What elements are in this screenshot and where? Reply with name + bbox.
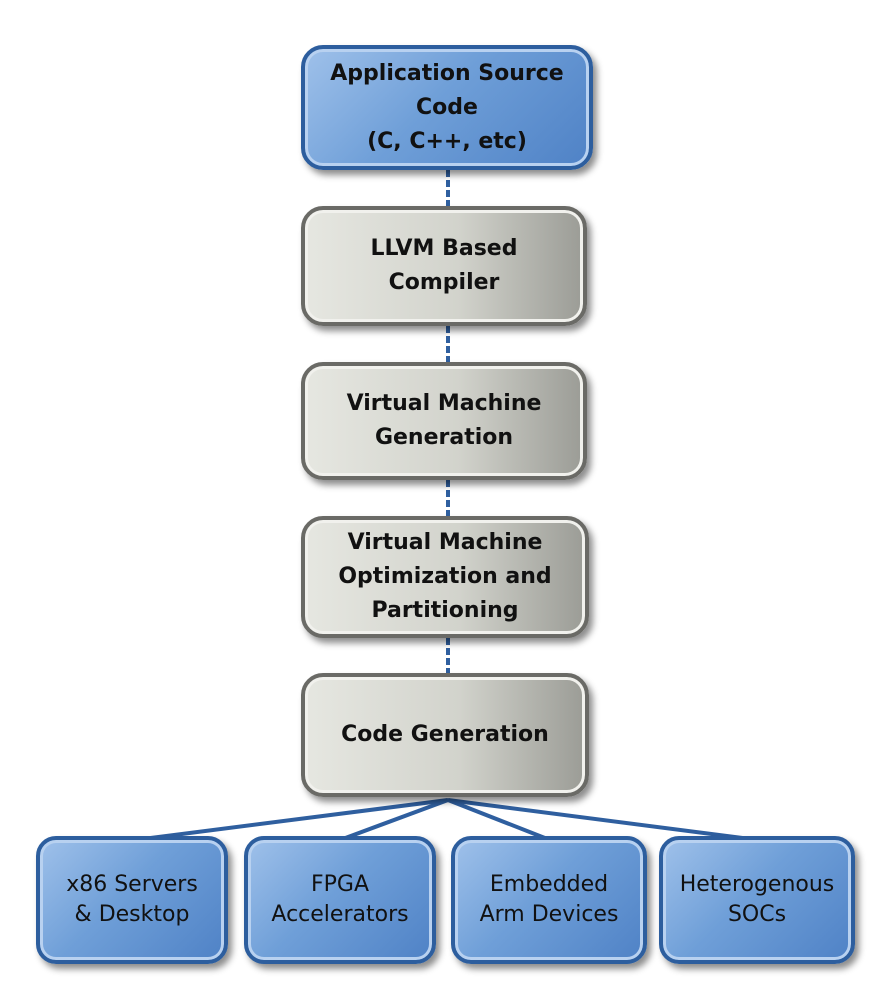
source-code-label-line-2: Code bbox=[416, 94, 478, 120]
target-x86-label-line-2: & Desktop bbox=[74, 902, 190, 927]
llvm-compiler-label-line-2: Compiler bbox=[388, 270, 500, 295]
source-code-box: Application Source Code (C, C++, etc) bbox=[301, 45, 593, 170]
vm-optimization-box: Virtual Machine Optimization and Partiti… bbox=[301, 516, 589, 638]
vm-generation-label-line-2: Generation bbox=[374, 425, 514, 450]
target-soc-label-line-2: SOCs bbox=[727, 902, 787, 927]
target-arm-label-line-1: Embedded bbox=[489, 872, 609, 897]
connector-codegen-to-arm bbox=[447, 798, 551, 842]
code-generation-box: Code Generation bbox=[301, 673, 589, 797]
vm-optimization-label-line-3: Partitioning bbox=[371, 598, 519, 623]
connector-codegen-to-soc bbox=[447, 798, 759, 842]
vm-generation-box: Virtual Machine Generation bbox=[301, 362, 587, 480]
vm-optimization-label-line-2: Optimization and bbox=[338, 564, 552, 589]
llvm-compiler-box: LLVM Based Compiler bbox=[301, 206, 587, 326]
source-code-label-line-1: Application Source bbox=[330, 60, 564, 86]
target-arm-box: Embedded Arm Devices bbox=[451, 836, 647, 964]
target-fpga-label-line-1: FPGA bbox=[310, 872, 370, 897]
target-soc-label-line-1: Heterogenous bbox=[679, 872, 835, 897]
llvm-compiler-label-line-1: LLVM Based bbox=[370, 236, 518, 261]
connector-codegen-to-x86 bbox=[134, 798, 449, 842]
vm-optimization-label-line-1: Virtual Machine bbox=[347, 530, 543, 555]
target-x86-box: x86 Servers & Desktop bbox=[36, 836, 228, 964]
target-fpga-box: FPGA Accelerators bbox=[244, 836, 436, 964]
source-code-label-line-3: (C, C++, etc) bbox=[367, 128, 527, 154]
target-fpga-label-line-2: Accelerators bbox=[271, 902, 409, 927]
vm-generation-label-line-1: Virtual Machine bbox=[346, 391, 542, 416]
code-generation-label: Code Generation bbox=[341, 722, 549, 747]
target-arm-label-line-2: Arm Devices bbox=[479, 902, 619, 927]
target-x86-label-line-1: x86 Servers bbox=[66, 872, 198, 897]
target-soc-box: Heterogenous SOCs bbox=[659, 836, 855, 964]
connector-codegen-to-fpga bbox=[339, 798, 449, 842]
